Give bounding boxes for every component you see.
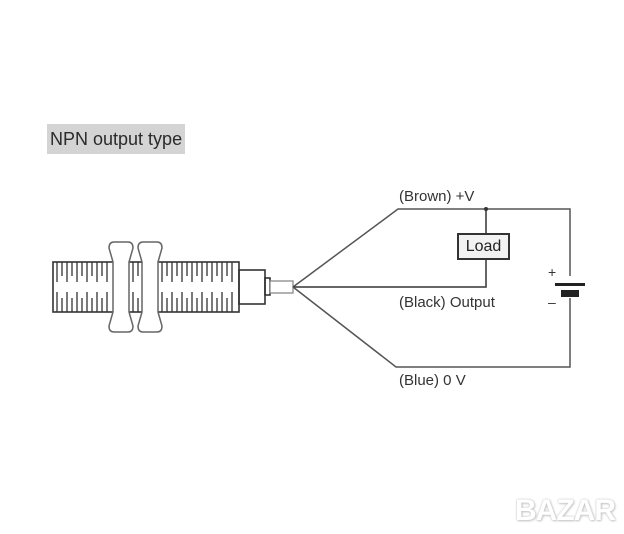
battery-positive-plate	[555, 283, 585, 286]
cable-sheath	[269, 280, 294, 294]
brown-wire	[292, 208, 571, 288]
load-box: Load	[457, 233, 510, 260]
lock-nuts	[108, 241, 163, 333]
black-wire	[293, 259, 487, 288]
minus-sign: –	[548, 294, 556, 310]
sensor-neck	[264, 277, 271, 296]
thread-marks	[56, 262, 233, 312]
nut-right	[137, 241, 163, 333]
nut-left	[108, 241, 134, 333]
plus-sign: +	[548, 264, 557, 280]
black-wire-label: (Black) Output	[399, 294, 495, 311]
sensor-collar	[238, 269, 266, 305]
battery-negative-plate	[561, 290, 579, 297]
diagram-title: NPN output type	[47, 124, 186, 154]
wires	[292, 207, 571, 368]
blue-wire	[292, 286, 571, 368]
junction-dot	[484, 207, 488, 211]
battery-icon	[555, 283, 585, 297]
watermark-logo: BAZAR	[515, 494, 616, 527]
blue-wire-label: (Blue) 0 V	[399, 372, 466, 389]
brown-wire-label: (Brown) +V	[399, 188, 475, 205]
